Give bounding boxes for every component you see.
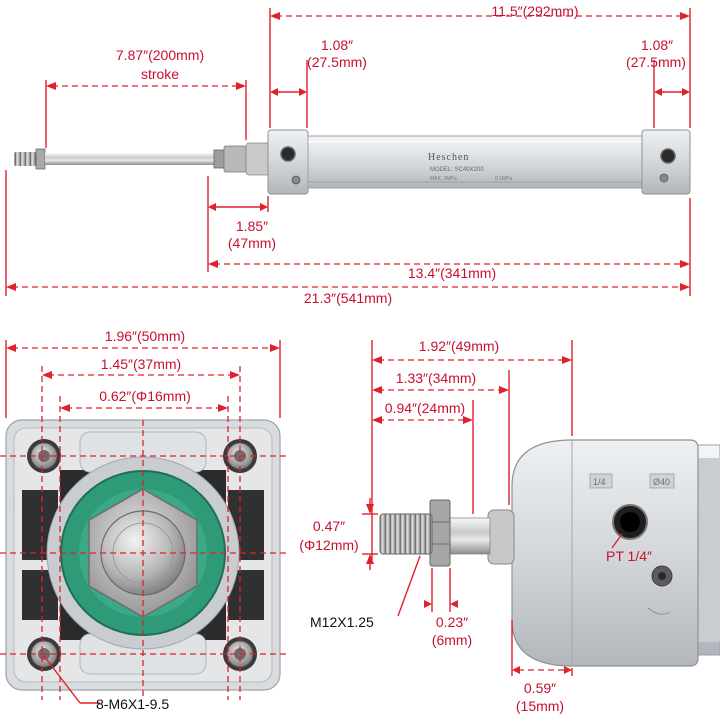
dim-overall: 21.3″(541mm) [303, 290, 393, 306]
end-view-dimension-lines [0, 340, 286, 704]
dim-end-cap-left-a: 1.08″ [320, 37, 354, 53]
rod-nut [35, 148, 46, 170]
front-detail-dimension-lines [362, 340, 623, 676]
cylinder-end-view [5, 419, 281, 691]
cylinder-side-view: Heschen MODEL: SC40X200 MAX. 1MPa 0.1MPa [14, 129, 691, 195]
dim-thread-len: 0.94″(24mm) [384, 400, 466, 416]
port-mark-b: Ø40 [653, 477, 670, 487]
dim-thread-dia-b: (Φ12mm) [299, 537, 359, 553]
port-mark-a: 1/4 [593, 477, 606, 487]
dim-thread-spec: M12X1.25 [310, 614, 374, 630]
dim-stroke-word: stroke [140, 66, 180, 82]
dim-end-cap-right-a: 1.08″ [640, 37, 674, 53]
dim-rod-ext-a: 1.85″ [235, 218, 269, 234]
dim-total-cylinder: 11.5″(292mm) [491, 3, 579, 19]
front-port [280, 146, 296, 162]
dim-bolt-spacing: 1.45″(37mm) [100, 356, 182, 372]
rod-gland [223, 145, 247, 173]
top-dimension-lines [5, 8, 691, 296]
piston-rod [45, 153, 215, 165]
dim-front-mid: 1.33″(34mm) [395, 370, 477, 386]
dim-end-cap-left-b: (27.5mm) [307, 54, 367, 70]
dim-nut-b: (6mm) [431, 632, 473, 648]
dim-front-total: 1.92″(49mm) [418, 338, 500, 354]
threaded-end-detail [379, 513, 433, 555]
rod-lock-nut [213, 149, 225, 169]
rod-bushing [245, 142, 271, 176]
front-detail-view: 1/4 Ø40 [379, 439, 720, 667]
dim-flange-width: 1.96″(50mm) [104, 328, 186, 344]
dim-end-cap-right-b: (27.5mm) [626, 54, 686, 70]
rear-cushion-screw [659, 173, 669, 183]
rear-port [660, 148, 676, 164]
dim-stroke-value: 7.87″(200mm) [115, 47, 205, 63]
dim-nut-a: 0.23″ [435, 614, 469, 630]
spec-label-a: MAX. 1MPa [430, 176, 457, 182]
dim-thread-dia-a: 0.47″ [312, 518, 346, 534]
cylinder-barrel [307, 135, 643, 189]
rod-thread [14, 152, 36, 166]
dim-body-plus-ext: 13.4″(341mm) [407, 265, 497, 281]
piston-rod-detail [445, 517, 491, 555]
dim-cap-depth-b: (15mm) [515, 698, 565, 714]
dim-cap-depth-a: 0.59″ [523, 680, 557, 696]
dim-rod-dia: 0.62″(Φ16mm) [99, 388, 191, 404]
front-end-cap [267, 129, 309, 195]
rod-bushing-detail [487, 509, 515, 565]
front-cushion-screw [291, 175, 301, 185]
dim-bolt-spec: 8-M6X1-9.5 [96, 696, 170, 712]
brand-label: Heschen [428, 152, 469, 163]
dim-rod-ext-b: (47mm) [227, 235, 277, 251]
lock-nut-detail [429, 499, 451, 567]
dim-port: PT 1/4″ [606, 548, 652, 564]
spec-label-b: 0.1MPa [495, 176, 512, 182]
model-label: MODEL: SC40X200 [430, 167, 484, 173]
